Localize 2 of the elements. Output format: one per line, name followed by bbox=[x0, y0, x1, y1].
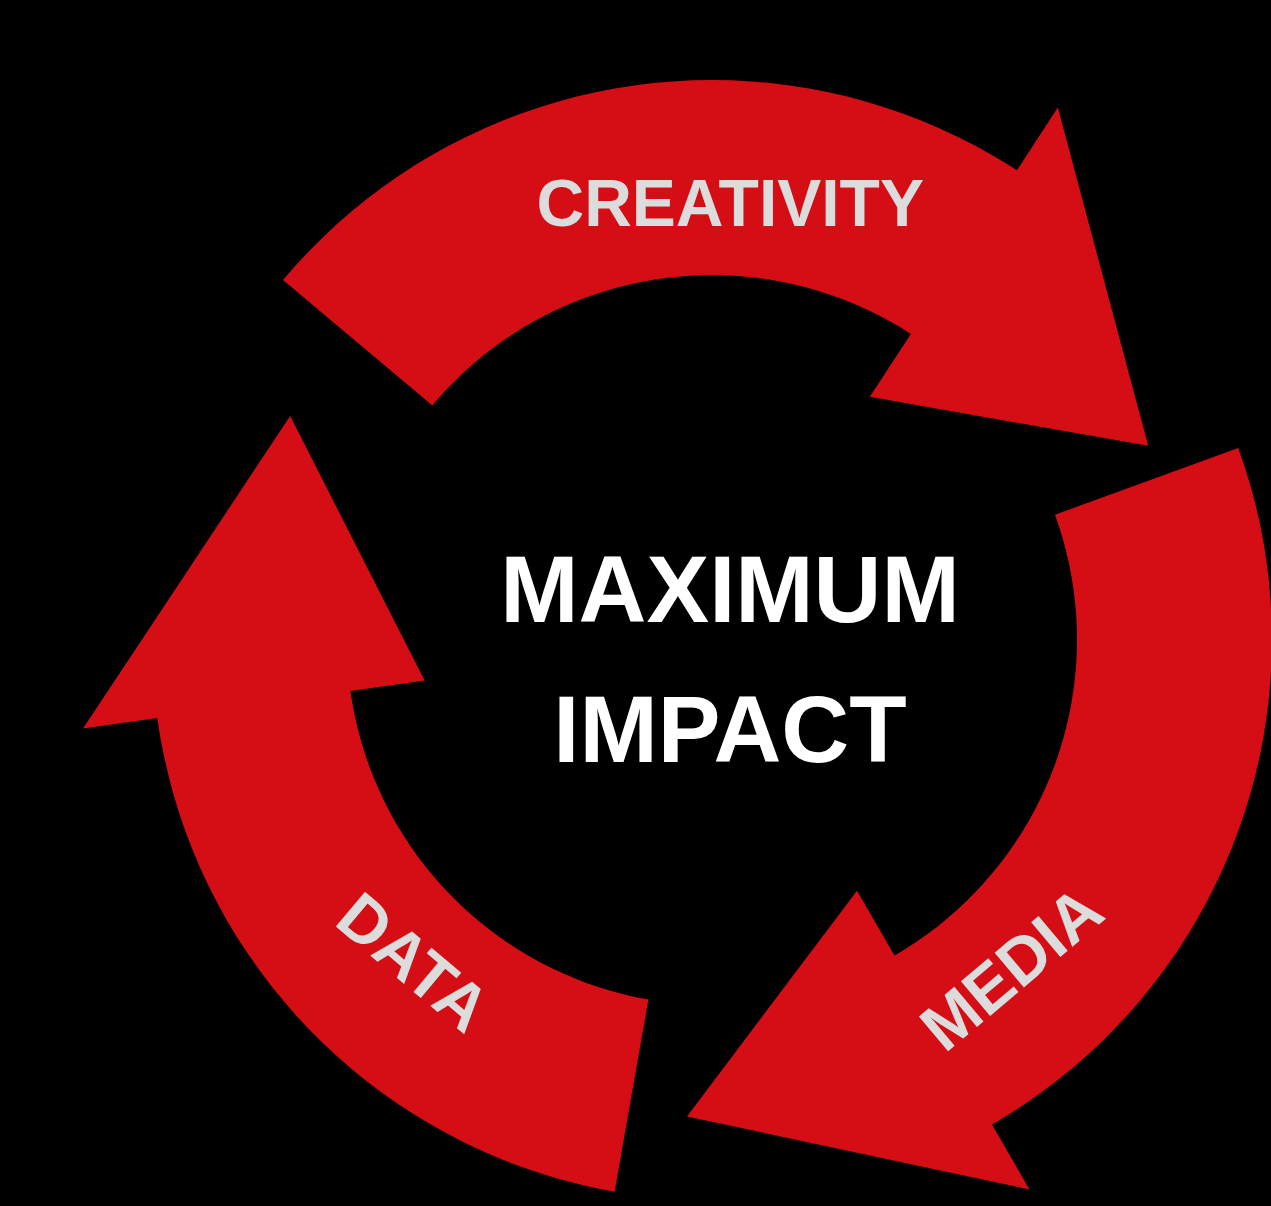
center-title: MAXIMUM IMPACT bbox=[499, 536, 961, 784]
arrow-label: CREATIVITY bbox=[536, 170, 924, 236]
